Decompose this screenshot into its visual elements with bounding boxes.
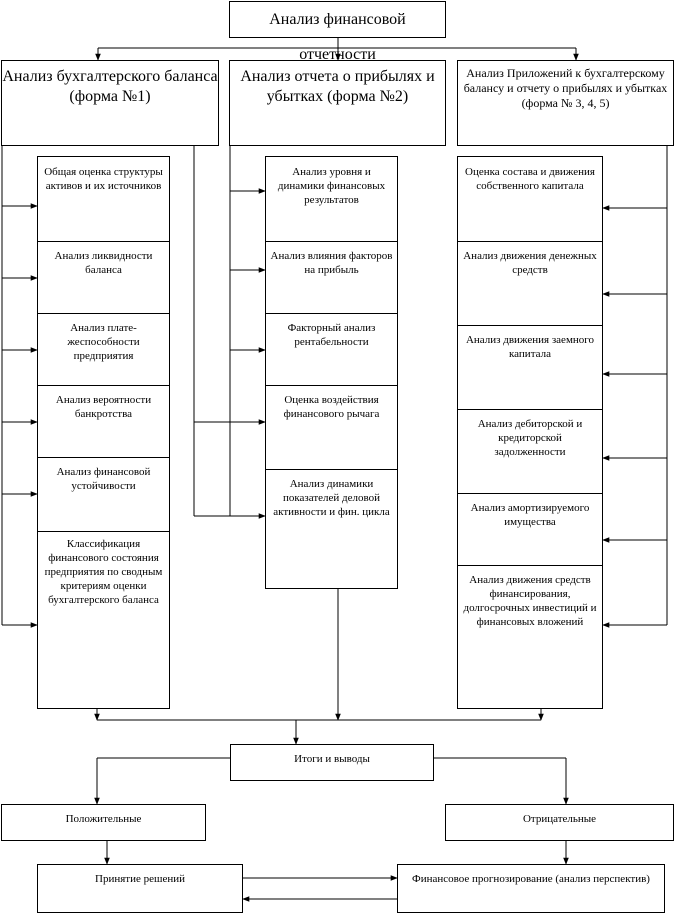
negative-box: Отрицательные — [445, 804, 674, 841]
summary-text: Итоги и выводы — [294, 753, 370, 765]
balance-item-stability: Анализ финансовой устойчивости — [56, 466, 151, 492]
profit-item-factors: Анализ влияния факторов на прибыль — [270, 250, 393, 276]
appendix-item-financing: Анализ движения средств финансирования, … — [463, 574, 597, 628]
profit-item-profitability: Факторный анализ рентабельности — [287, 322, 376, 348]
section-heading-profit-text: Анализ отчета о прибылях и убытках (форм… — [240, 68, 435, 105]
appendix-item-receivables: Анализ дебиторской и кредиторской задолж… — [477, 418, 583, 458]
decisions-text: Принятие решений — [95, 873, 185, 885]
column-profit: Анализ уровня и динамики финансовых резу… — [265, 156, 398, 589]
summary-box: Итоги и выводы — [230, 744, 434, 781]
profit-item-leverage: Оценка воздействия финансового рычага — [283, 394, 380, 420]
balance-item-solvency: Анализ плате-жеспособности предприятия — [67, 322, 140, 362]
appendix-item-cash: Анализ движения денежных средств — [463, 250, 597, 276]
negative-text: Отрицательные — [522, 813, 597, 825]
title-box: Анализ финансовой отчетности — [229, 1, 446, 63]
positive-box: Положительные — [1, 804, 206, 841]
balance-item-liquidity: Анализ ликвидности баланса — [54, 250, 153, 276]
profit-item-activity: Анализ динамики показателей деловой акти… — [273, 478, 390, 518]
section-heading-balance-text: Анализ бухгалтерского баланса (форма №1) — [2, 68, 218, 105]
profit-item-results: Анализ уровня и динамики финансовых резу… — [277, 166, 386, 206]
section-heading-balance: Анализ бухгалтерского баланса (форма №1) — [1, 60, 219, 146]
appendix-item-borrowed: Анализ движения заемного капитала — [465, 334, 595, 360]
diagram-title: Анализ финансовой отчетности — [269, 11, 406, 63]
balance-item-bankruptcy: Анализ вероятности банкротства — [55, 394, 152, 420]
section-heading-appendix: Анализ Приложений к бухгалтерскому балан… — [457, 60, 674, 146]
appendix-item-equity: Оценка состава и движения собственного к… — [465, 166, 595, 192]
section-heading-profit: Анализ отчета о прибылях и убытках (форм… — [229, 60, 446, 146]
balance-item-classification: Классификация финансового состояния пред… — [44, 538, 163, 606]
balance-item-structure: Общая оценка структуры активов и их исто… — [44, 166, 163, 192]
appendix-item-depreciable: Анализ амортизируемого имущества — [470, 502, 590, 528]
column-balance: Общая оценка структуры активов и их исто… — [37, 156, 170, 709]
column-appendix: Оценка состава и движения собственного к… — [457, 156, 603, 709]
forecasting-text: Финансовое прогнозирование (анализ персп… — [412, 873, 650, 885]
forecasting-box: Финансовое прогнозирование (анализ персп… — [397, 864, 665, 913]
section-heading-appendix-text: Анализ Приложений к бухгалтерскому балан… — [463, 66, 668, 110]
decisions-box: Принятие решений — [37, 864, 243, 913]
positive-text: Положительные — [65, 813, 142, 825]
